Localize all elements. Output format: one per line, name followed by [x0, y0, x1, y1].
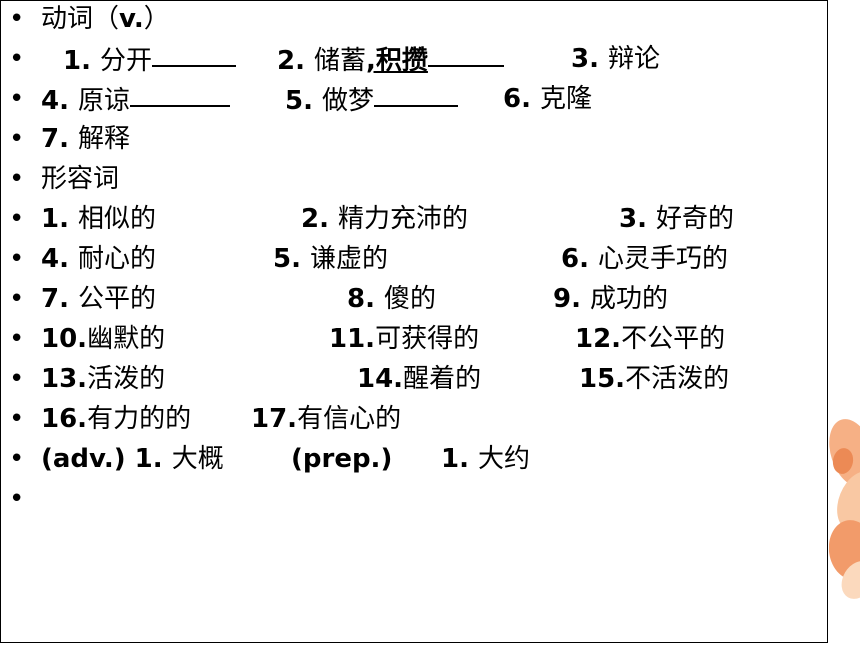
vocab-item: 17.有信心的: [251, 404, 402, 434]
vocab-item: 3. 好奇的: [619, 204, 735, 234]
vocab-item: 13.活泼的: [41, 364, 166, 394]
vocab-item: 7. 公平的: [41, 284, 157, 314]
bullet: •: [9, 444, 25, 474]
vocab-item: 10.幽默的: [41, 324, 166, 354]
bullet: •: [9, 164, 25, 194]
vocab-item: 9. 成功的: [553, 284, 669, 314]
bullet: •: [9, 124, 25, 154]
adjectives-label: 形容词: [41, 164, 120, 194]
vocab-item: (adv.) 1. 大概: [41, 444, 224, 474]
vocab-item: 6. 心灵手巧的: [561, 244, 729, 274]
bullet: •: [9, 404, 25, 434]
bullet: •: [9, 4, 25, 34]
vocab-item: 4. 耐心的: [41, 244, 157, 274]
vocab-item: 3. 辩论: [571, 44, 661, 74]
answer-blank: [427, 39, 504, 67]
flower-decoration: [829, 0, 860, 645]
vocab-item: 1. 相似的: [41, 204, 157, 234]
vocab-item: 8. 傻的: [347, 284, 437, 314]
bullet: •: [9, 364, 25, 394]
bullet: •: [9, 44, 25, 74]
vocab-item: 6. 克隆: [503, 84, 593, 114]
bullet: •: [9, 324, 25, 354]
vocab-item: 4. 原谅: [41, 79, 231, 121]
answer-blank: [130, 79, 231, 107]
answer-blank: [374, 79, 459, 107]
bullet: •: [9, 84, 25, 114]
vocab-item: 1. 大约: [441, 444, 531, 474]
vocab-item: 2. 精力充沛的: [301, 204, 469, 234]
vocab-item: 12.不公平的: [575, 324, 726, 354]
vocab-item: 2. 储蓄,积攒: [277, 39, 504, 81]
vocab-item: 7. 解释: [41, 124, 131, 154]
bullet: •: [9, 284, 25, 314]
vocab-item: 5. 做梦: [285, 79, 459, 121]
verbs-label: 动词（v.）: [41, 4, 170, 34]
vocab-item: 1. 分开: [63, 39, 237, 81]
bullet: •: [9, 484, 25, 514]
bullet: •: [9, 244, 25, 274]
bullet: •: [9, 204, 25, 234]
vocab-item: 15.不活泼的: [579, 364, 730, 394]
vocab-item: (prep.): [291, 444, 393, 474]
vocab-item: 11.可获得的: [329, 324, 480, 354]
vocab-item: 14.醒着的: [357, 364, 482, 394]
vocab-item: 16.有力的的: [41, 404, 192, 434]
slide: • 动词（v.） • 1. 分开 2. 储蓄,积攒 3. 辩论 • 4. 原谅 …: [0, 0, 828, 643]
answer-blank: [152, 39, 237, 67]
vocab-item: 5. 谦虚的: [273, 244, 389, 274]
